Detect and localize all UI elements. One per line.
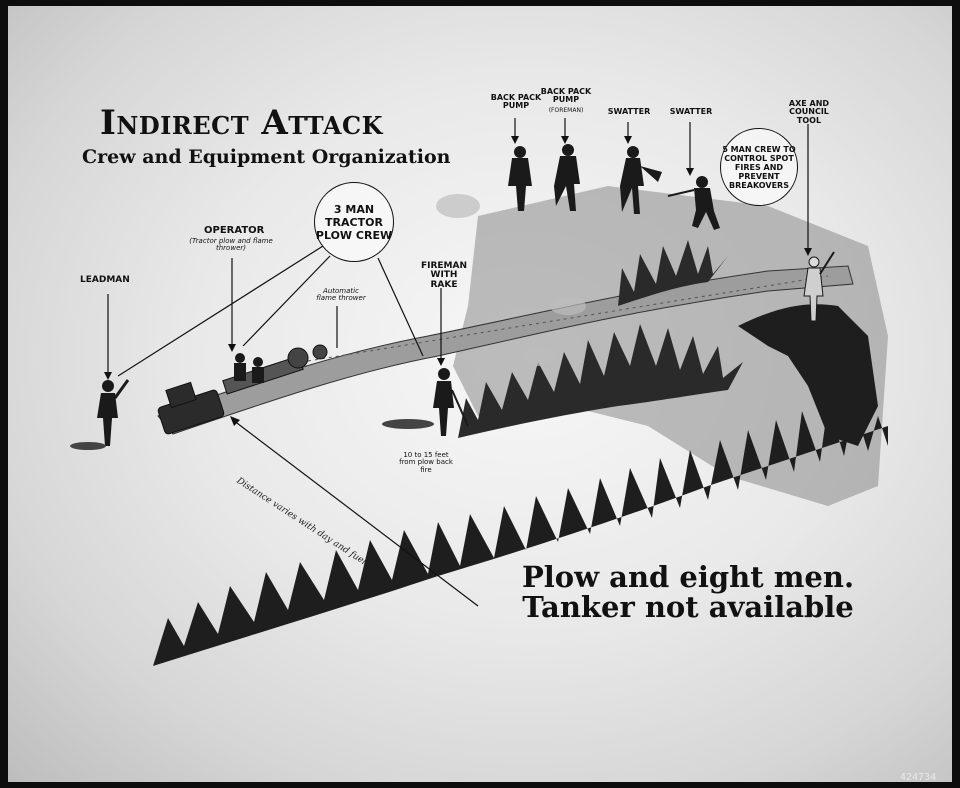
callout-tractor-crew-text: 3 MAN TRACTOR PLOW CREW (315, 202, 393, 242)
callout-tractor-crew: 3 MAN TRACTOR PLOW CREW (314, 182, 394, 262)
callout-spot-crew-text: 5 MAN CREW TO CONTROL SPOT FIRES AND PRE… (722, 144, 796, 190)
poster-title: Indirect Attack (100, 103, 383, 143)
tractor-operator-figures (234, 353, 264, 383)
main-fire-front (153, 304, 888, 666)
label-foreman: (FOREMAN) (548, 107, 584, 114)
label-operator: OPERATOR (204, 225, 265, 236)
label-swatter-1: SWATTER (607, 107, 651, 116)
pointer-arrowheads (104, 136, 812, 426)
label-axe-council-tool: AXE AND COUNCIL TOOL (788, 99, 830, 125)
label-fireman-note: 10 to 15 feet from plow back fire (399, 451, 453, 474)
poster-subtitle: Crew and Equipment Organization (82, 146, 451, 168)
label-leadman: LEADMAN (80, 275, 130, 285)
smoke (436, 194, 586, 366)
label-fireman: FIREMAN WITH RAKE (420, 261, 468, 290)
bottom-caption: Plow and eight men. Tanker not available (508, 562, 868, 623)
fireman-figure (382, 368, 469, 436)
backfire-row (458, 240, 743, 438)
leadman-figure (70, 379, 130, 450)
label-back-pack-pump-foreman: BACK PACK PUMP (540, 87, 592, 105)
label-flame-thrower: Automatic flame thrower (316, 287, 366, 303)
pointer-lines (107, 118, 809, 607)
bottom-caption-line-1: Plow and eight men. (521, 560, 855, 594)
negative-number: 424734 (900, 772, 937, 782)
fire-line (157, 265, 854, 435)
callout-spot-crew: 5 MAN CREW TO CONTROL SPOT FIRES AND PRE… (720, 128, 798, 206)
label-back-pack-pump: BACK PACK PUMP (490, 93, 542, 111)
label-operator-note: (Tractor plow and flame thrower) (189, 237, 273, 253)
spot-crew-figures (508, 144, 835, 322)
poster: Indirect Attack Crew and Equipment Organ… (8, 6, 952, 782)
illustration (70, 118, 888, 666)
bottom-caption-line-2: Tanker not available (522, 590, 854, 625)
label-swatter-2: SWATTER (669, 107, 713, 116)
